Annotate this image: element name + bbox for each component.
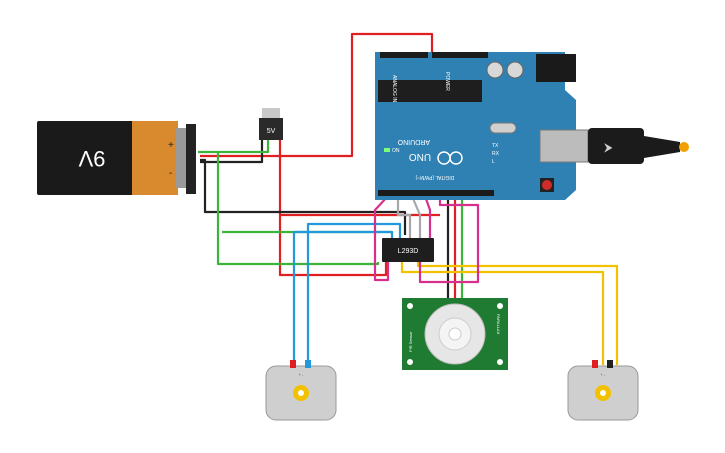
battery-plus-label: + [168,140,174,151]
usb-cable-end [679,142,689,152]
motor-right: + - [567,360,639,421]
wire-green-2 [216,152,380,266]
usb-icon: ⮞ [604,140,613,154]
crystal [489,122,517,134]
motor-right-terminal-2 [607,360,613,368]
power-jack [536,54,576,82]
pir-mount-hole-3 [407,359,413,365]
wire-grey-2 [410,195,422,240]
motor-right-hub [600,390,606,396]
power-header [432,52,488,58]
motor-left-terminal-1 [290,360,296,368]
l-led-label: L [492,159,495,165]
battery-minus-label: - [169,168,172,179]
motor-right-terminal-1 [592,360,598,368]
on-led [384,148,390,152]
motor-left-hub [298,390,304,396]
usb-cable: ⮞ [588,128,689,164]
battery-body-copper [132,121,178,195]
on-led-label: ON [392,148,400,154]
arduino-brand: ARDUINO [397,138,430,145]
wire-yellow-1 [400,262,605,365]
battery-cap [176,128,186,188]
pir-dome-center [448,327,462,341]
arduino-uno: ANALOG IN POWER ARDUINO UNO DIGITAL (PWM… [375,52,589,200]
wire-black-gnd1 [200,158,407,235]
analog-header [380,52,428,58]
voltage-regulator: 5V [259,108,283,140]
wire-red-driver [278,215,388,277]
regulator-tab [262,108,280,118]
pir-mount-hole-4 [497,359,503,365]
wire-magenta-1 [373,195,390,282]
motor-left-pin-label: + - [299,372,304,377]
wire-magenta-2 [423,195,432,240]
analog-header-label: ANALOG IN [391,75,397,103]
pir-brand-label: PARALLAX [496,314,501,335]
driver-body [382,238,434,262]
microcontroller-chip [378,80,482,102]
power-header-label: POWER [444,72,450,91]
regulator-body [259,118,283,140]
usb-port [539,129,589,163]
wire-black-gnd2 [200,140,264,164]
usb-cable-strain [644,136,680,158]
pir-sensor: PIR Sensor PARALLAX [402,298,508,370]
battery-voltage-label: 9V [78,146,105,171]
wire-yellow-2 [416,262,619,365]
battery-snap [186,124,196,194]
digital-header [378,190,494,196]
wire-blue-2 [306,222,402,365]
wire-green-1 [198,140,270,154]
wire-grey-1 [396,196,412,240]
wire-magenta-3 [418,196,480,284]
usb-plug [588,128,644,164]
digital-header-label: DIGITAL (PWM~) [415,174,454,180]
pir-side-label: PIR Sensor [408,331,413,352]
motor-right-pin-label: + - [601,372,606,377]
motor-left-terminal-2 [305,360,311,368]
battery-9v: 9V + - [37,121,196,195]
motor-driver-l293d: L293D [382,238,434,262]
battery-body-black [37,121,135,195]
arduino-model: UNO [409,151,431,162]
motor-left: + - [265,360,337,421]
capacitor-2 [506,61,524,79]
wire-red-vin [200,32,434,158]
rx-led-label: RX [492,151,500,157]
capacitor-1 [486,61,504,79]
tx-led-label: TX [492,143,499,149]
pir-mount-hole-1 [407,303,413,309]
pir-mount-hole-2 [497,303,503,309]
driver-label: L293D [398,248,419,255]
wire-blue-1 [292,230,394,365]
regulator-label: 5V [267,128,276,135]
arduino-logo-right [449,151,463,165]
reset-button-cap [542,180,552,190]
